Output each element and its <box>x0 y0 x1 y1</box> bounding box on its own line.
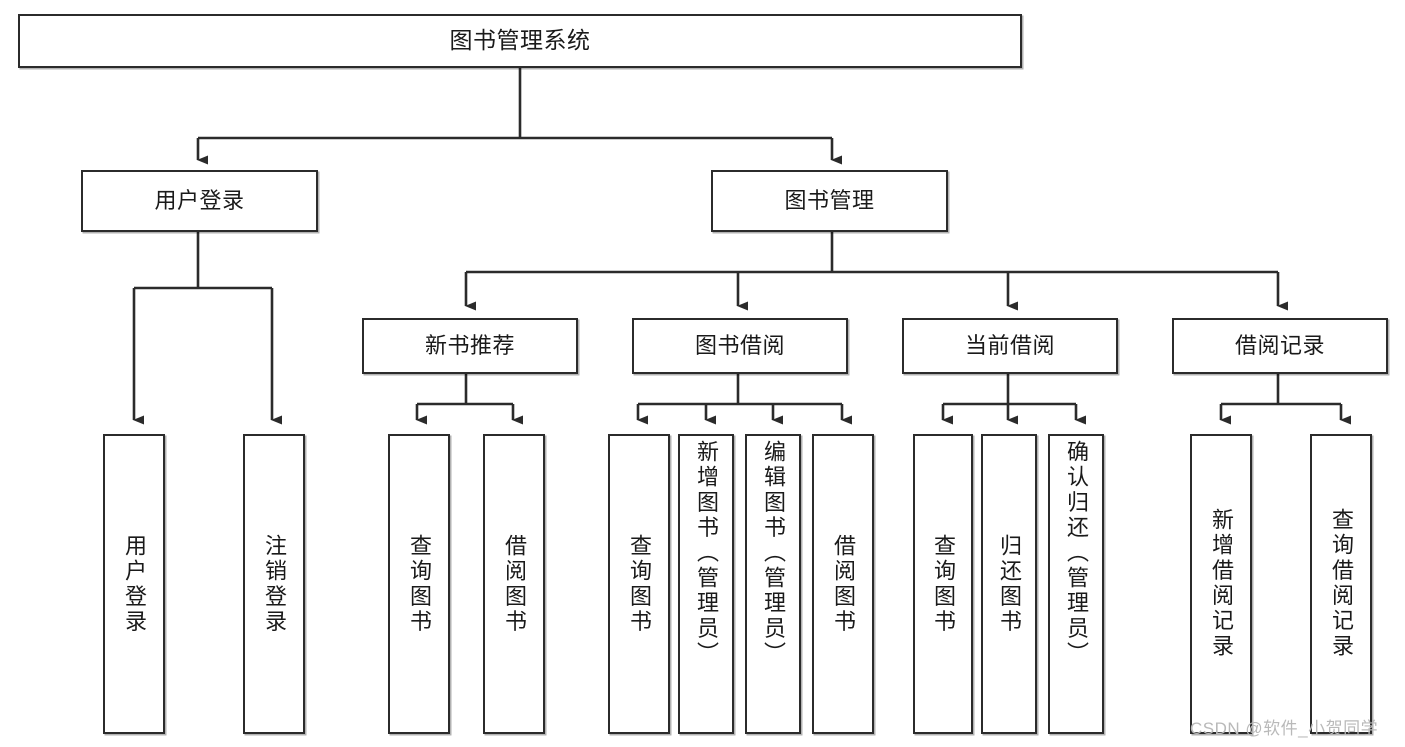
node-label: 新增图书（管理员） <box>694 440 719 667</box>
watermark-credit: CSDN @软件_小贺同学 <box>1190 719 1379 738</box>
node-label: 借阅图书 <box>831 533 856 635</box>
node-label: 图书管理 <box>784 187 875 213</box>
node-label: 用户登录 <box>154 187 245 213</box>
leaf-add-book-admin[interactable]: 新增图书（管理员） <box>678 434 734 734</box>
leaf-add-borrow-record[interactable]: 新增借阅记录 <box>1190 434 1252 734</box>
node-label: 新增借阅记录 <box>1209 508 1234 660</box>
leaf-edit-book-admin[interactable]: 编辑图书（管理员） <box>745 434 801 734</box>
leaf-user-login[interactable]: 用户登录 <box>103 434 165 734</box>
node-label: 图书借阅 <box>694 332 785 358</box>
node-label: 借阅图书 <box>502 533 527 635</box>
node-user-login[interactable]: 用户登录 <box>81 170 318 232</box>
leaf-borrow-books-recommend[interactable]: 借阅图书 <box>483 434 545 734</box>
leaf-borrow-books[interactable]: 借阅图书 <box>812 434 874 734</box>
leaf-confirm-return-admin[interactable]: 确认归还（管理员） <box>1048 434 1104 734</box>
leaf-search-books[interactable]: 查询图书 <box>608 434 670 734</box>
node-root-system[interactable]: 图书管理系统 <box>18 14 1022 68</box>
node-book-borrow[interactable]: 图书借阅 <box>632 318 848 374</box>
node-label: 查询图书 <box>627 533 652 635</box>
node-label: 新书推荐 <box>424 332 515 358</box>
leaf-search-books-current[interactable]: 查询图书 <box>913 434 973 734</box>
leaf-search-books-recommend[interactable]: 查询图书 <box>388 434 450 734</box>
node-label: 查询图书 <box>407 533 432 635</box>
leaf-logout[interactable]: 注销登录 <box>243 434 305 734</box>
node-label: 确认归还（管理员） <box>1064 440 1089 667</box>
node-label: 用户登录 <box>122 533 147 635</box>
node-book-management[interactable]: 图书管理 <box>711 170 948 232</box>
leaf-return-books[interactable]: 归还图书 <box>981 434 1037 734</box>
node-borrow-records[interactable]: 借阅记录 <box>1172 318 1388 374</box>
node-label: 归还图书 <box>997 533 1022 635</box>
node-label: 注销登录 <box>262 533 287 635</box>
node-current-borrow[interactable]: 当前借阅 <box>902 318 1118 374</box>
node-label: 当前借阅 <box>964 332 1055 358</box>
node-label: 查询借阅记录 <box>1329 508 1354 660</box>
node-label: 编辑图书（管理员） <box>761 440 786 667</box>
node-label: 借阅记录 <box>1234 332 1325 358</box>
leaf-search-borrow-record[interactable]: 查询借阅记录 <box>1310 434 1372 734</box>
node-label: 图书管理系统 <box>449 27 591 54</box>
node-new-book-recommend[interactable]: 新书推荐 <box>362 318 578 374</box>
node-label: 查询图书 <box>931 533 956 635</box>
